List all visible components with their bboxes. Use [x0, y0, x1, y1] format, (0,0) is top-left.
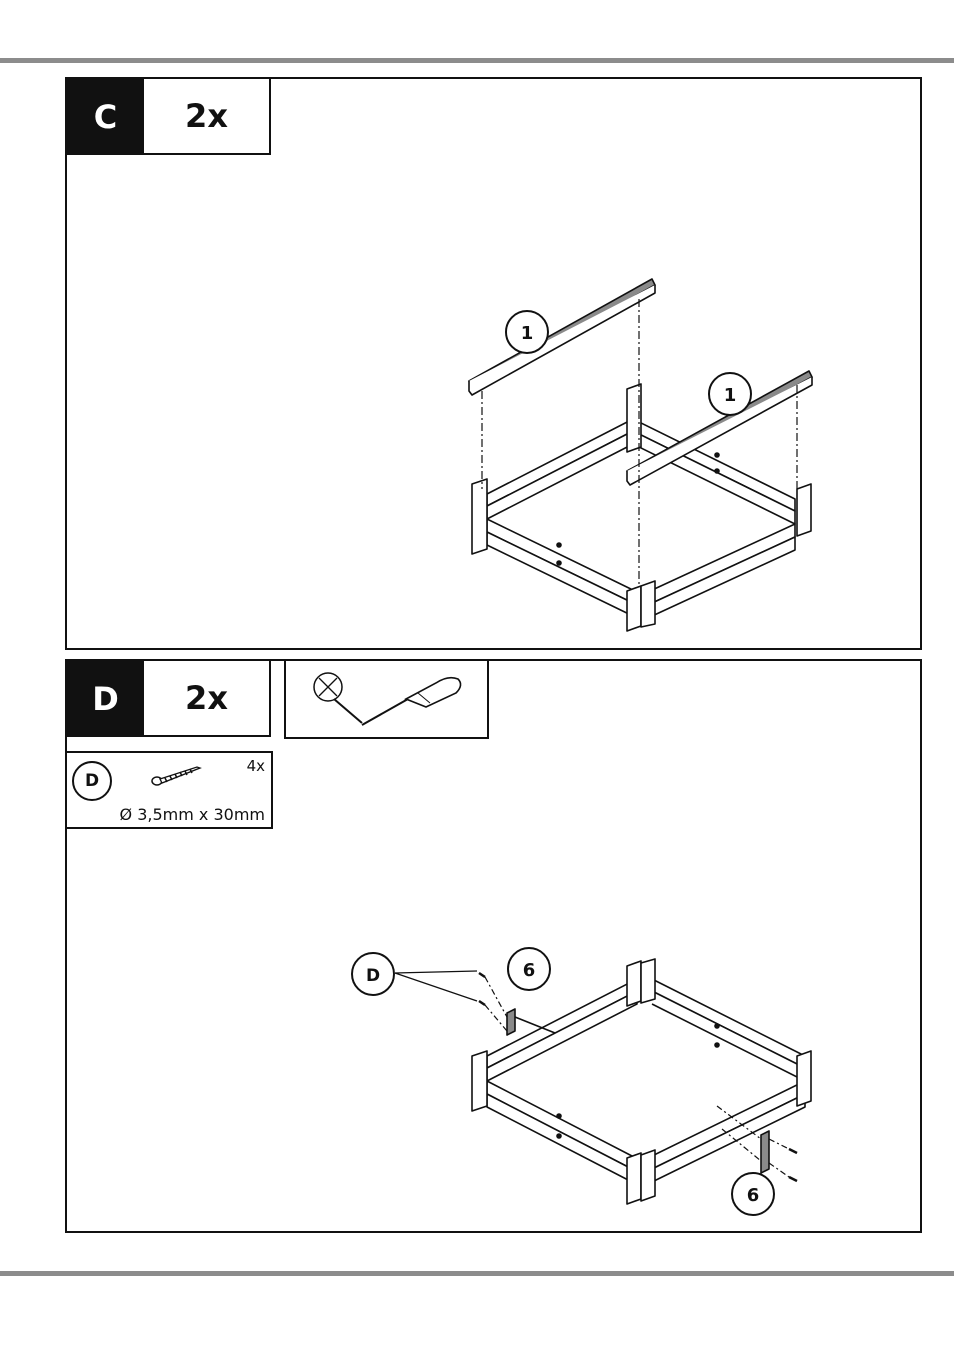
step-c-illustration: 1 1	[67, 79, 920, 648]
callout-1-left: 1	[506, 311, 548, 353]
step-d-panel: D 2x D 4x Ø 3,5mm x 30mm	[65, 659, 922, 1233]
step-d-illustration: D 6 6	[67, 661, 920, 1231]
svg-text:6: 6	[523, 960, 536, 981]
callout-6-right: 6	[732, 1173, 774, 1215]
step-c-panel: C 2x	[65, 77, 922, 650]
svg-text:1: 1	[521, 323, 534, 344]
bottom-rule	[0, 1271, 954, 1276]
callout-6-left: 6	[508, 948, 550, 990]
top-rule	[0, 58, 954, 63]
svg-text:6: 6	[747, 1185, 760, 1206]
svg-text:D: D	[366, 966, 380, 986]
callout-1-right: 1	[709, 373, 751, 415]
callout-d: D	[352, 953, 394, 995]
svg-text:1: 1	[724, 385, 737, 406]
